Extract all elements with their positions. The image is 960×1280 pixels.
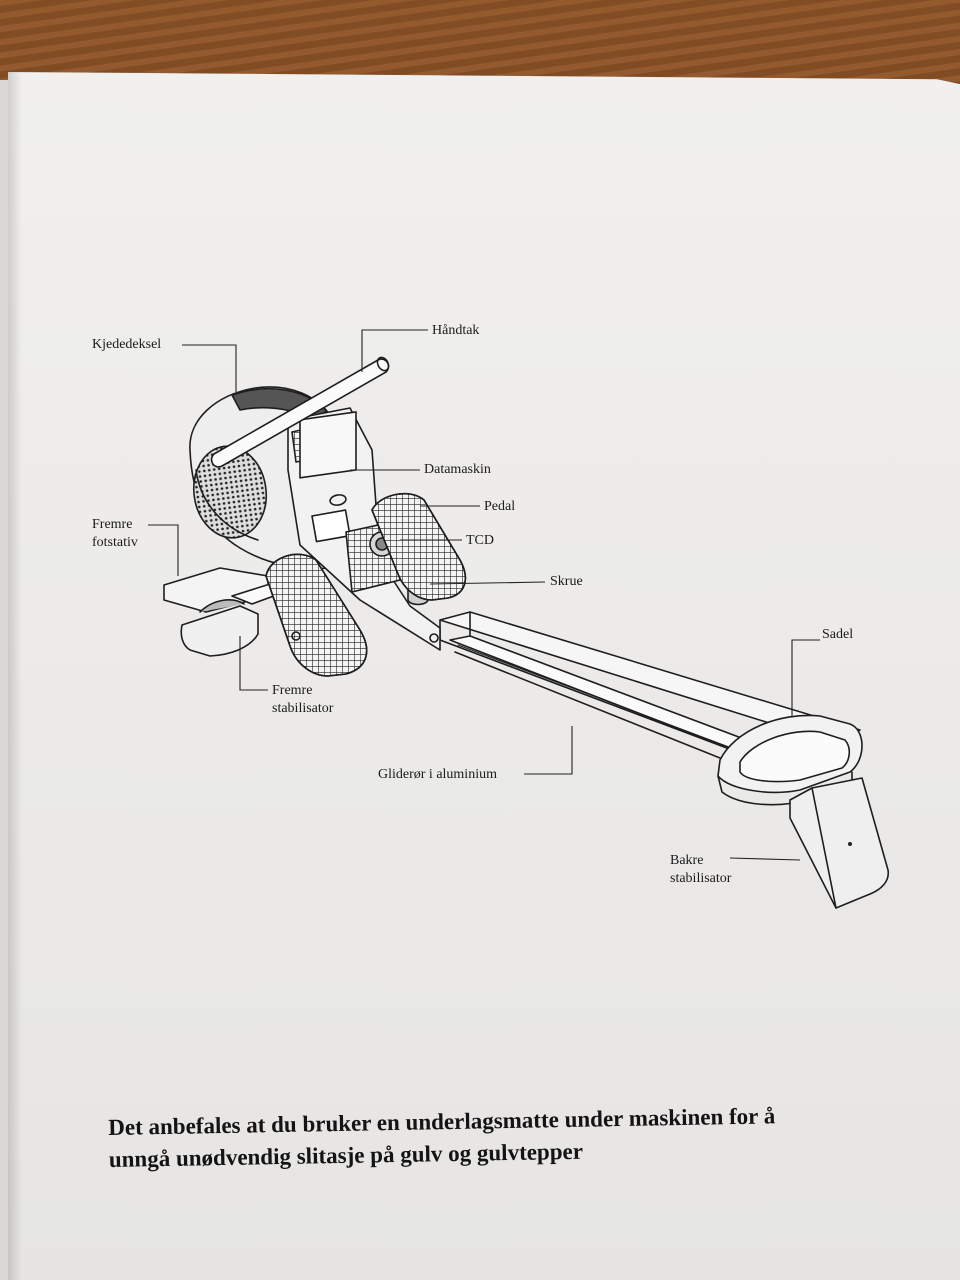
handle-bar [210,356,390,468]
rear-stabilizer [789,777,890,909]
label-front-stabilizer-line1: Fremre [272,683,313,698]
label-pedal: Pedal [484,499,516,514]
label-front-stabilizer-line2: stabilisator [272,701,334,716]
front-stabilizer [163,567,291,657]
leader-lines [148,329,820,861]
label-seat: Sadel [822,627,854,642]
console-column [287,407,441,651]
label-computer: Datamaskin [424,462,491,477]
label-aluminium-rail: Gliderør i aluminium [378,767,497,782]
pedal-left [265,553,368,677]
label-chain-cover: Kjededeksel [92,337,162,352]
underlying-page-edge [0,80,10,1280]
label-handle: Håndtak [432,323,480,338]
label-tcd: TCD [466,533,494,548]
label-front-stabilizer: Fremre stabilisator [272,682,333,718]
label-screw: Skrue [550,574,583,589]
seat [717,714,863,806]
label-front-foot-stand: Fremre fotstativ [92,516,138,552]
label-rear-stabilizer-line1: Bakre [670,853,704,868]
pedal-right [371,492,467,601]
label-rear-stabilizer: Bakre stabilisator [670,852,731,888]
label-rear-stabilizer-line2: stabilisator [670,871,732,886]
manual-page [8,72,960,1280]
label-front-foot-stand-line2: fotstativ [92,535,138,550]
label-front-foot-stand-line1: Fremre [92,517,133,532]
page-fold-shadow [8,72,22,1280]
